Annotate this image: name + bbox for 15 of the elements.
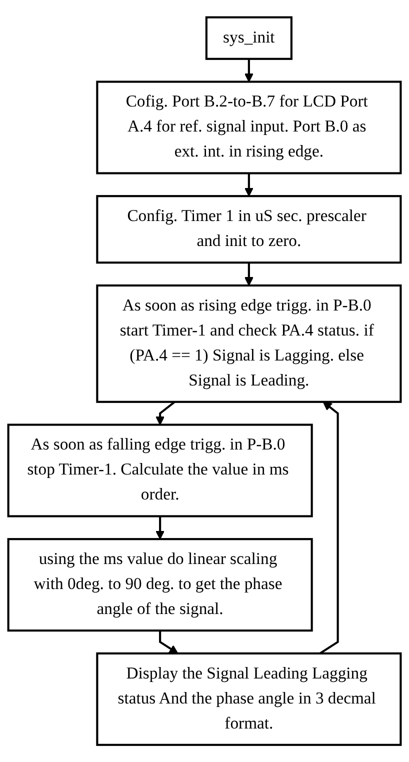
arrow [156,516,165,540]
node-box [7,538,313,632]
arrow [319,401,339,654]
node-box [205,16,292,60]
arrow [244,262,254,286]
node-box [96,80,402,174]
node-box [96,194,402,264]
arrow [244,173,254,196]
flowchart: sys_init Cofig. Port B.2-to-B.7 for LCD Port A.4 for ref. signal input. Port B.0 as ext. int. in rising edge. Config. Timer 1 in uS sec. prescaler and init to zero. As soon as rising edge trigg. in P-B.0 start Timer-1 and check PA.4 status. if (PA.4 == 1) Signal is Lagging. else Signal is Leading. As soon as falling edge trigg. in P-B.0 stop Timer-1. Calculate the value in ms order. using the ms value do linear scaling with 0deg. to 90 deg. to get the phase angle of the signal. Display the Signal Leading Lagging status And the phase angle in 3 decmal format. [0,8,409,754]
arrow [156,400,176,426]
node-box [96,652,402,746]
node-box [96,284,402,403]
arrow [159,630,178,654]
arrow [244,58,254,82]
node-box [7,424,313,518]
